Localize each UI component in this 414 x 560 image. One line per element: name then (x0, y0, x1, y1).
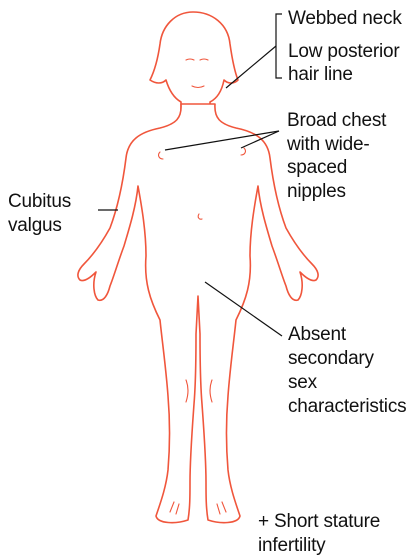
label-broad-chest-4: nipples (287, 180, 346, 204)
label-webbed-neck: Webbed neck (288, 7, 402, 31)
head-outline (150, 12, 238, 112)
torso-outline (78, 104, 318, 523)
label-cubitus-1: Cubitus (8, 190, 71, 214)
label-low-hairline-1: Low posterior (288, 40, 399, 64)
bracket-neck (276, 14, 282, 78)
label-footer-2: infertility (258, 534, 325, 558)
label-absent-3: sex (288, 371, 317, 395)
label-broad-chest-2: with wide- (287, 133, 369, 157)
label-absent-4: characteristics (288, 395, 406, 419)
label-footer-1: + Short stature (258, 510, 380, 534)
label-broad-chest-1: Broad chest (287, 109, 386, 133)
label-low-hairline-2: hair line (288, 63, 353, 87)
label-cubitus-2: valgus (8, 214, 62, 238)
label-absent-1: Absent (288, 323, 346, 347)
label-broad-chest-3: spaced (287, 156, 347, 180)
label-absent-2: secondary (288, 347, 374, 371)
